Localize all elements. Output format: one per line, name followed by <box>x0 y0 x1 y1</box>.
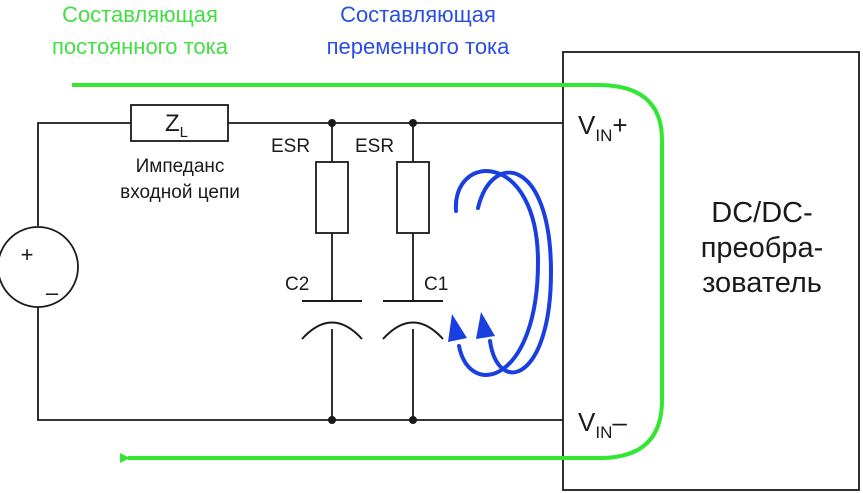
c1-capacitor-plate-curved <box>382 321 444 340</box>
impedance-label: ZL <box>165 110 188 141</box>
impedance-symbol: Z <box>165 110 180 137</box>
ac-legend-line2: переменного тока <box>327 34 511 59</box>
voltage-source <box>0 226 79 308</box>
vin-plus-label: VIN+ <box>578 110 628 145</box>
converter-title-line1: DC/DC- <box>711 197 813 229</box>
source-minus-sign: – <box>46 280 59 305</box>
vin-minus-label: VIN– <box>578 407 627 442</box>
c2-label: C2 <box>285 274 309 295</box>
junction-dot <box>328 119 336 127</box>
vin-minus-sign: – <box>612 407 627 437</box>
vin-plus-main: V <box>578 110 596 140</box>
wires <box>37 122 563 421</box>
ac-arrowhead <box>448 314 467 342</box>
vin-minus-sub: IN <box>595 423 612 442</box>
converter-title-line2: преобра- <box>701 232 824 264</box>
dc-current-path <box>72 83 664 463</box>
vin-minus-main: V <box>578 407 596 437</box>
source-plus-sign: + <box>21 242 34 267</box>
converter-box <box>562 51 860 491</box>
junction-dot <box>409 119 417 127</box>
ac-loop-inner <box>476 170 554 375</box>
junction-dot <box>409 416 417 424</box>
c2-capacitor-plate-curved <box>301 321 363 340</box>
impedance-caption-line2: входной цепи <box>120 182 240 203</box>
c2-esr-resistor <box>315 161 349 234</box>
converter-title-line3: зователь <box>702 267 822 299</box>
c1-label: C1 <box>424 274 448 295</box>
ac-loop-outer <box>453 169 541 377</box>
ac-current-loops <box>453 169 554 377</box>
junction-dot <box>328 416 336 424</box>
impedance-caption-line1: Импеданс <box>136 156 225 177</box>
c1-esr-label: ESR <box>355 136 394 157</box>
impedance-subscript: L <box>180 124 188 141</box>
ac-arrowhead <box>476 312 495 339</box>
c1-esr-resistor <box>396 161 430 234</box>
dc-legend-line1: Составляющая <box>62 2 218 27</box>
ac-legend-line1: Составляющая <box>340 2 496 27</box>
vin-plus-sub: IN <box>595 126 612 145</box>
vin-plus-sign: + <box>612 110 627 140</box>
impedance-resistor <box>130 104 229 142</box>
c2-esr-label: ESR <box>271 136 310 157</box>
dc-legend-line2: постоянного тока <box>52 34 229 59</box>
